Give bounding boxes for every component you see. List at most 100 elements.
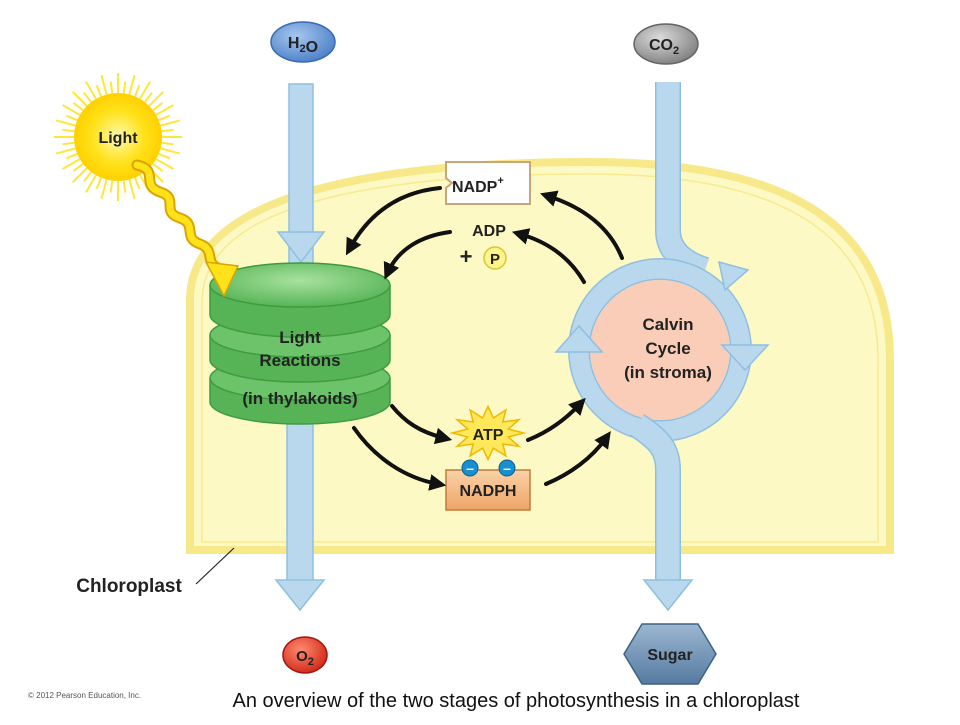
formula-subscript: 2	[673, 45, 679, 57]
arrow-nadp-to-light	[345, 186, 442, 256]
sun-ray	[128, 179, 136, 200]
co2-oval	[633, 23, 699, 65]
sun-ray	[155, 104, 174, 116]
chloroplast-membrane	[186, 157, 894, 554]
sun-ray	[62, 104, 81, 116]
sun-ray	[122, 81, 127, 94]
sun-ray	[95, 177, 103, 190]
figure-caption: An overview of the two stages of photosy…	[233, 690, 800, 712]
sun-ray	[65, 114, 78, 122]
copyright-notice: © 2012 Pearson Education, Inc.	[28, 691, 141, 700]
formula-subscript: 2	[308, 656, 314, 668]
sun-icon	[54, 73, 182, 201]
light-wave-arrow	[131, 159, 240, 298]
light-reactions-label-line3: (in thylakoids)	[242, 389, 357, 408]
nadp-charge: +	[497, 175, 503, 187]
arrow-atp-to-calvin	[526, 397, 586, 442]
water-flow-arrow	[276, 83, 326, 265]
sun-ray	[161, 141, 174, 146]
phosphate-label: P	[490, 251, 500, 268]
sun-ray	[161, 128, 174, 133]
nadph-box	[445, 469, 531, 511]
sun-ray	[109, 81, 114, 94]
formula-symbol: O	[296, 648, 308, 665]
arrow-adp-to-light	[383, 230, 452, 280]
sun-ray	[72, 167, 88, 183]
nadp-text: NADP	[452, 179, 498, 196]
sun-ray	[152, 102, 164, 112]
sun-ray	[160, 119, 181, 127]
sun-ray	[55, 119, 76, 127]
sun-ray	[109, 180, 114, 193]
sun-ray	[122, 180, 127, 193]
sugar-hexagon	[623, 623, 717, 685]
nadp-box	[445, 161, 531, 205]
formula-symbol: H	[288, 35, 300, 52]
sun-ray	[72, 91, 88, 107]
sun-ray	[133, 177, 141, 190]
sun-ray	[83, 91, 93, 103]
sun-ray	[65, 152, 78, 160]
formula-subscript: 2	[299, 43, 305, 55]
calvin-cycle-label-line3: (in stroma)	[624, 363, 712, 382]
light-label: Light	[98, 130, 138, 147]
sun-ray	[62, 158, 81, 170]
atp-burst	[449, 404, 527, 462]
oxygen-flow-arrow	[274, 409, 326, 612]
oxygen-label: O2	[296, 648, 314, 668]
arrow-light-to-atp	[390, 404, 453, 445]
sun-ray	[158, 152, 171, 160]
electron-sign: –	[503, 460, 511, 476]
light-reactions-label-line1: Light	[279, 328, 321, 347]
sun-ray	[148, 91, 164, 107]
calvin-cycle-label-line1: Calvin	[642, 315, 693, 334]
sugar-label: Sugar	[647, 647, 692, 664]
sun-ray	[158, 114, 171, 122]
sun-ray	[160, 147, 181, 155]
atp-label: ATP	[473, 427, 504, 444]
arrow-light-to-nadph	[352, 426, 447, 491]
nadph-label: NADPH	[460, 483, 517, 500]
arrow-nadph-to-calvin	[544, 431, 611, 486]
cycle-arrows	[345, 186, 624, 491]
plus-sign: +	[460, 244, 473, 269]
sun-ray	[133, 84, 141, 97]
phosphate-circle	[483, 246, 507, 270]
sun-ray	[72, 162, 84, 172]
sun-ray	[85, 81, 97, 100]
sun-ray	[143, 91, 153, 103]
thylakoid-stack	[209, 262, 391, 425]
sun-ray	[128, 74, 136, 95]
sun-ray	[85, 174, 97, 193]
sugar-flow-arrow	[629, 414, 694, 612]
chloroplast-label: Chloroplast	[76, 576, 182, 597]
electron-icon	[498, 459, 516, 477]
sun-ray	[62, 128, 75, 133]
sun-ray	[62, 141, 75, 146]
light-reactions-label-line2: Reactions	[259, 351, 340, 370]
sun-ray	[55, 147, 76, 155]
sun-ray	[155, 158, 174, 170]
water-oval	[270, 21, 336, 63]
arrow-calvin-to-adp	[511, 228, 586, 284]
sun-ray	[72, 102, 84, 112]
formula-symbol: O	[306, 39, 318, 56]
water-label: H2O	[288, 35, 318, 56]
nadp-label: NADP+	[452, 175, 504, 196]
sun-ray	[95, 84, 103, 97]
electron-icon	[461, 459, 479, 477]
co2-label: CO2	[649, 37, 679, 57]
sun-ray	[100, 74, 108, 95]
oxygen-oval	[282, 636, 328, 674]
sun-ray	[100, 179, 108, 200]
adp-label: ADP	[472, 223, 506, 240]
sun-ray	[139, 81, 151, 100]
calvin-cycle-label-line2: Cycle	[645, 339, 690, 358]
arrow-calvin-to-nadp	[540, 190, 624, 260]
electron-sign: –	[466, 460, 474, 476]
formula-symbol: CO	[649, 37, 673, 54]
sun-ray	[152, 162, 164, 172]
sun-ray	[83, 171, 93, 183]
chloroplast-leader-line	[195, 547, 235, 585]
